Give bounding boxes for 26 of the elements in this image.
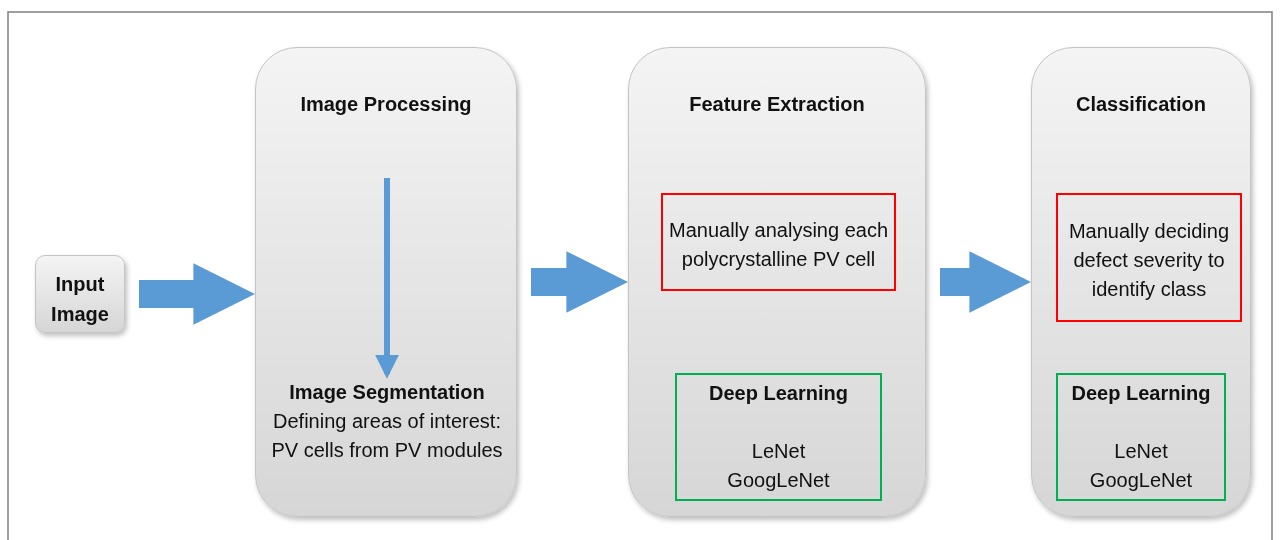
arrow bbox=[375, 178, 399, 379]
input-box bbox=[35, 255, 125, 333]
method-box bbox=[1056, 373, 1226, 501]
model-name: LeNet bbox=[1114, 439, 1168, 464]
stage-panel bbox=[255, 47, 517, 517]
panel-heading: Input Image bbox=[50, 272, 110, 327]
description-text: Manually deciding defect severity to identify class bbox=[1067, 218, 1231, 302]
block-arrow bbox=[139, 263, 255, 325]
panel-heading: Image Processing bbox=[300, 92, 472, 117]
model-name: GoogLeNet bbox=[727, 468, 830, 493]
stage-panel bbox=[1031, 47, 1251, 517]
model-name: LeNet bbox=[751, 439, 806, 464]
heading-text: Image Segmentation bbox=[289, 380, 485, 405]
description-text: Manually analysing each polycrystalline PV cell bbox=[668, 217, 889, 272]
block-arrow bbox=[531, 251, 628, 313]
method-box bbox=[1056, 193, 1242, 322]
heading-text: Deep Learning bbox=[1071, 381, 1211, 406]
method-box bbox=[661, 193, 896, 291]
panel-heading: Feature Extraction bbox=[689, 92, 865, 117]
stage-panel bbox=[628, 47, 926, 517]
model-name: GoogLeNet bbox=[1089, 468, 1193, 493]
description-text: Defining areas of interest: PV cells from PV modules bbox=[270, 409, 504, 463]
block-arrow bbox=[940, 251, 1031, 313]
method-box bbox=[675, 373, 882, 501]
heading-text: Deep Learning bbox=[709, 381, 848, 406]
panel-heading: Classification bbox=[1075, 92, 1206, 117]
